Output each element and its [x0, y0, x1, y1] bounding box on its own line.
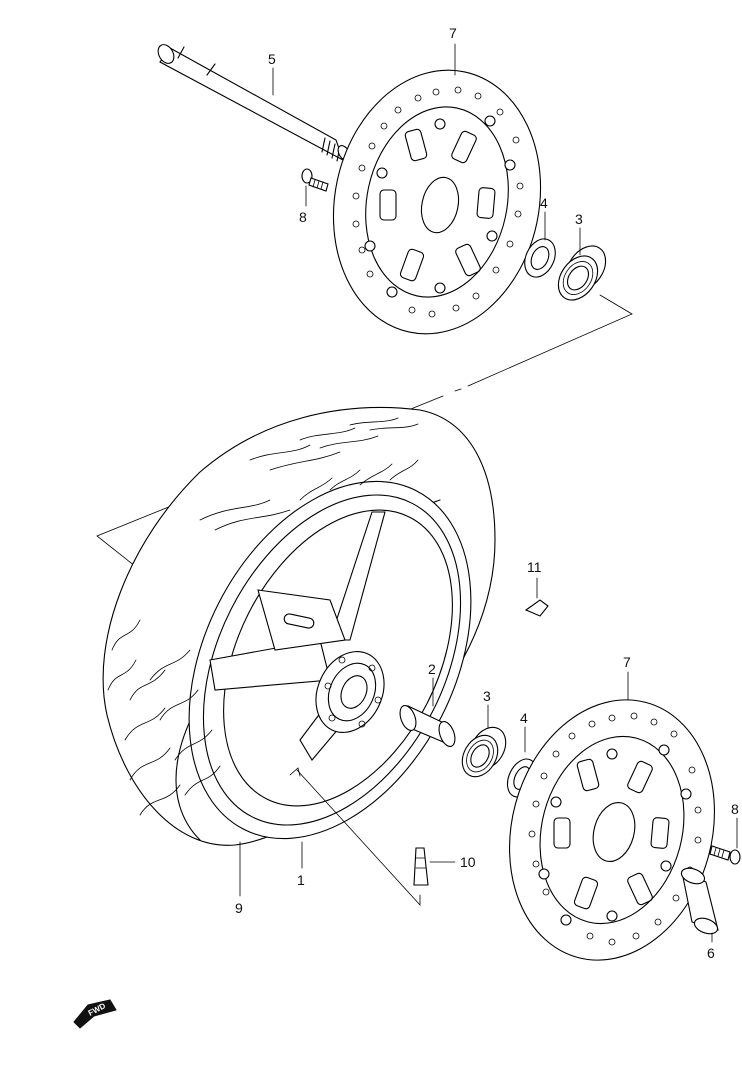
axle	[157, 44, 351, 162]
callout-11: 11	[527, 559, 542, 575]
disc-bolt-lower	[709, 817, 741, 865]
brake-disc-top	[332, 69, 542, 335]
callout-7-top: 7	[449, 25, 457, 41]
balance-weight	[524, 577, 549, 617]
callout-8-lower: 8	[731, 801, 739, 817]
callout-8-top: 8	[299, 209, 307, 225]
bearing-top	[557, 245, 607, 301]
callout-6: 6	[707, 945, 715, 961]
callout-2: 2	[428, 661, 436, 677]
leader-lines-wheel	[239, 769, 421, 907]
oil-seal-top	[524, 238, 556, 278]
callout-9: 9	[235, 900, 243, 916]
callout-4-top: 4	[540, 195, 548, 211]
bearing-lower	[461, 704, 507, 778]
callout-5: 5	[268, 51, 276, 67]
callout-10: 10	[460, 854, 476, 870]
spacer	[399, 677, 456, 747]
callout-3-top: 3	[575, 211, 583, 227]
callout-4-lower: 4	[520, 710, 528, 726]
callout-3-lower: 3	[483, 688, 491, 704]
brake-disc-lower	[508, 671, 716, 961]
valve-stem	[413, 847, 456, 886]
collar	[680, 867, 719, 943]
front-wheel	[102, 407, 496, 846]
fwd-arrow-icon: FWD	[73, 999, 117, 1029]
disc-bolt-top	[301, 168, 329, 192]
callout-1: 1	[297, 872, 305, 888]
callout-7-lower: 7	[623, 654, 631, 670]
